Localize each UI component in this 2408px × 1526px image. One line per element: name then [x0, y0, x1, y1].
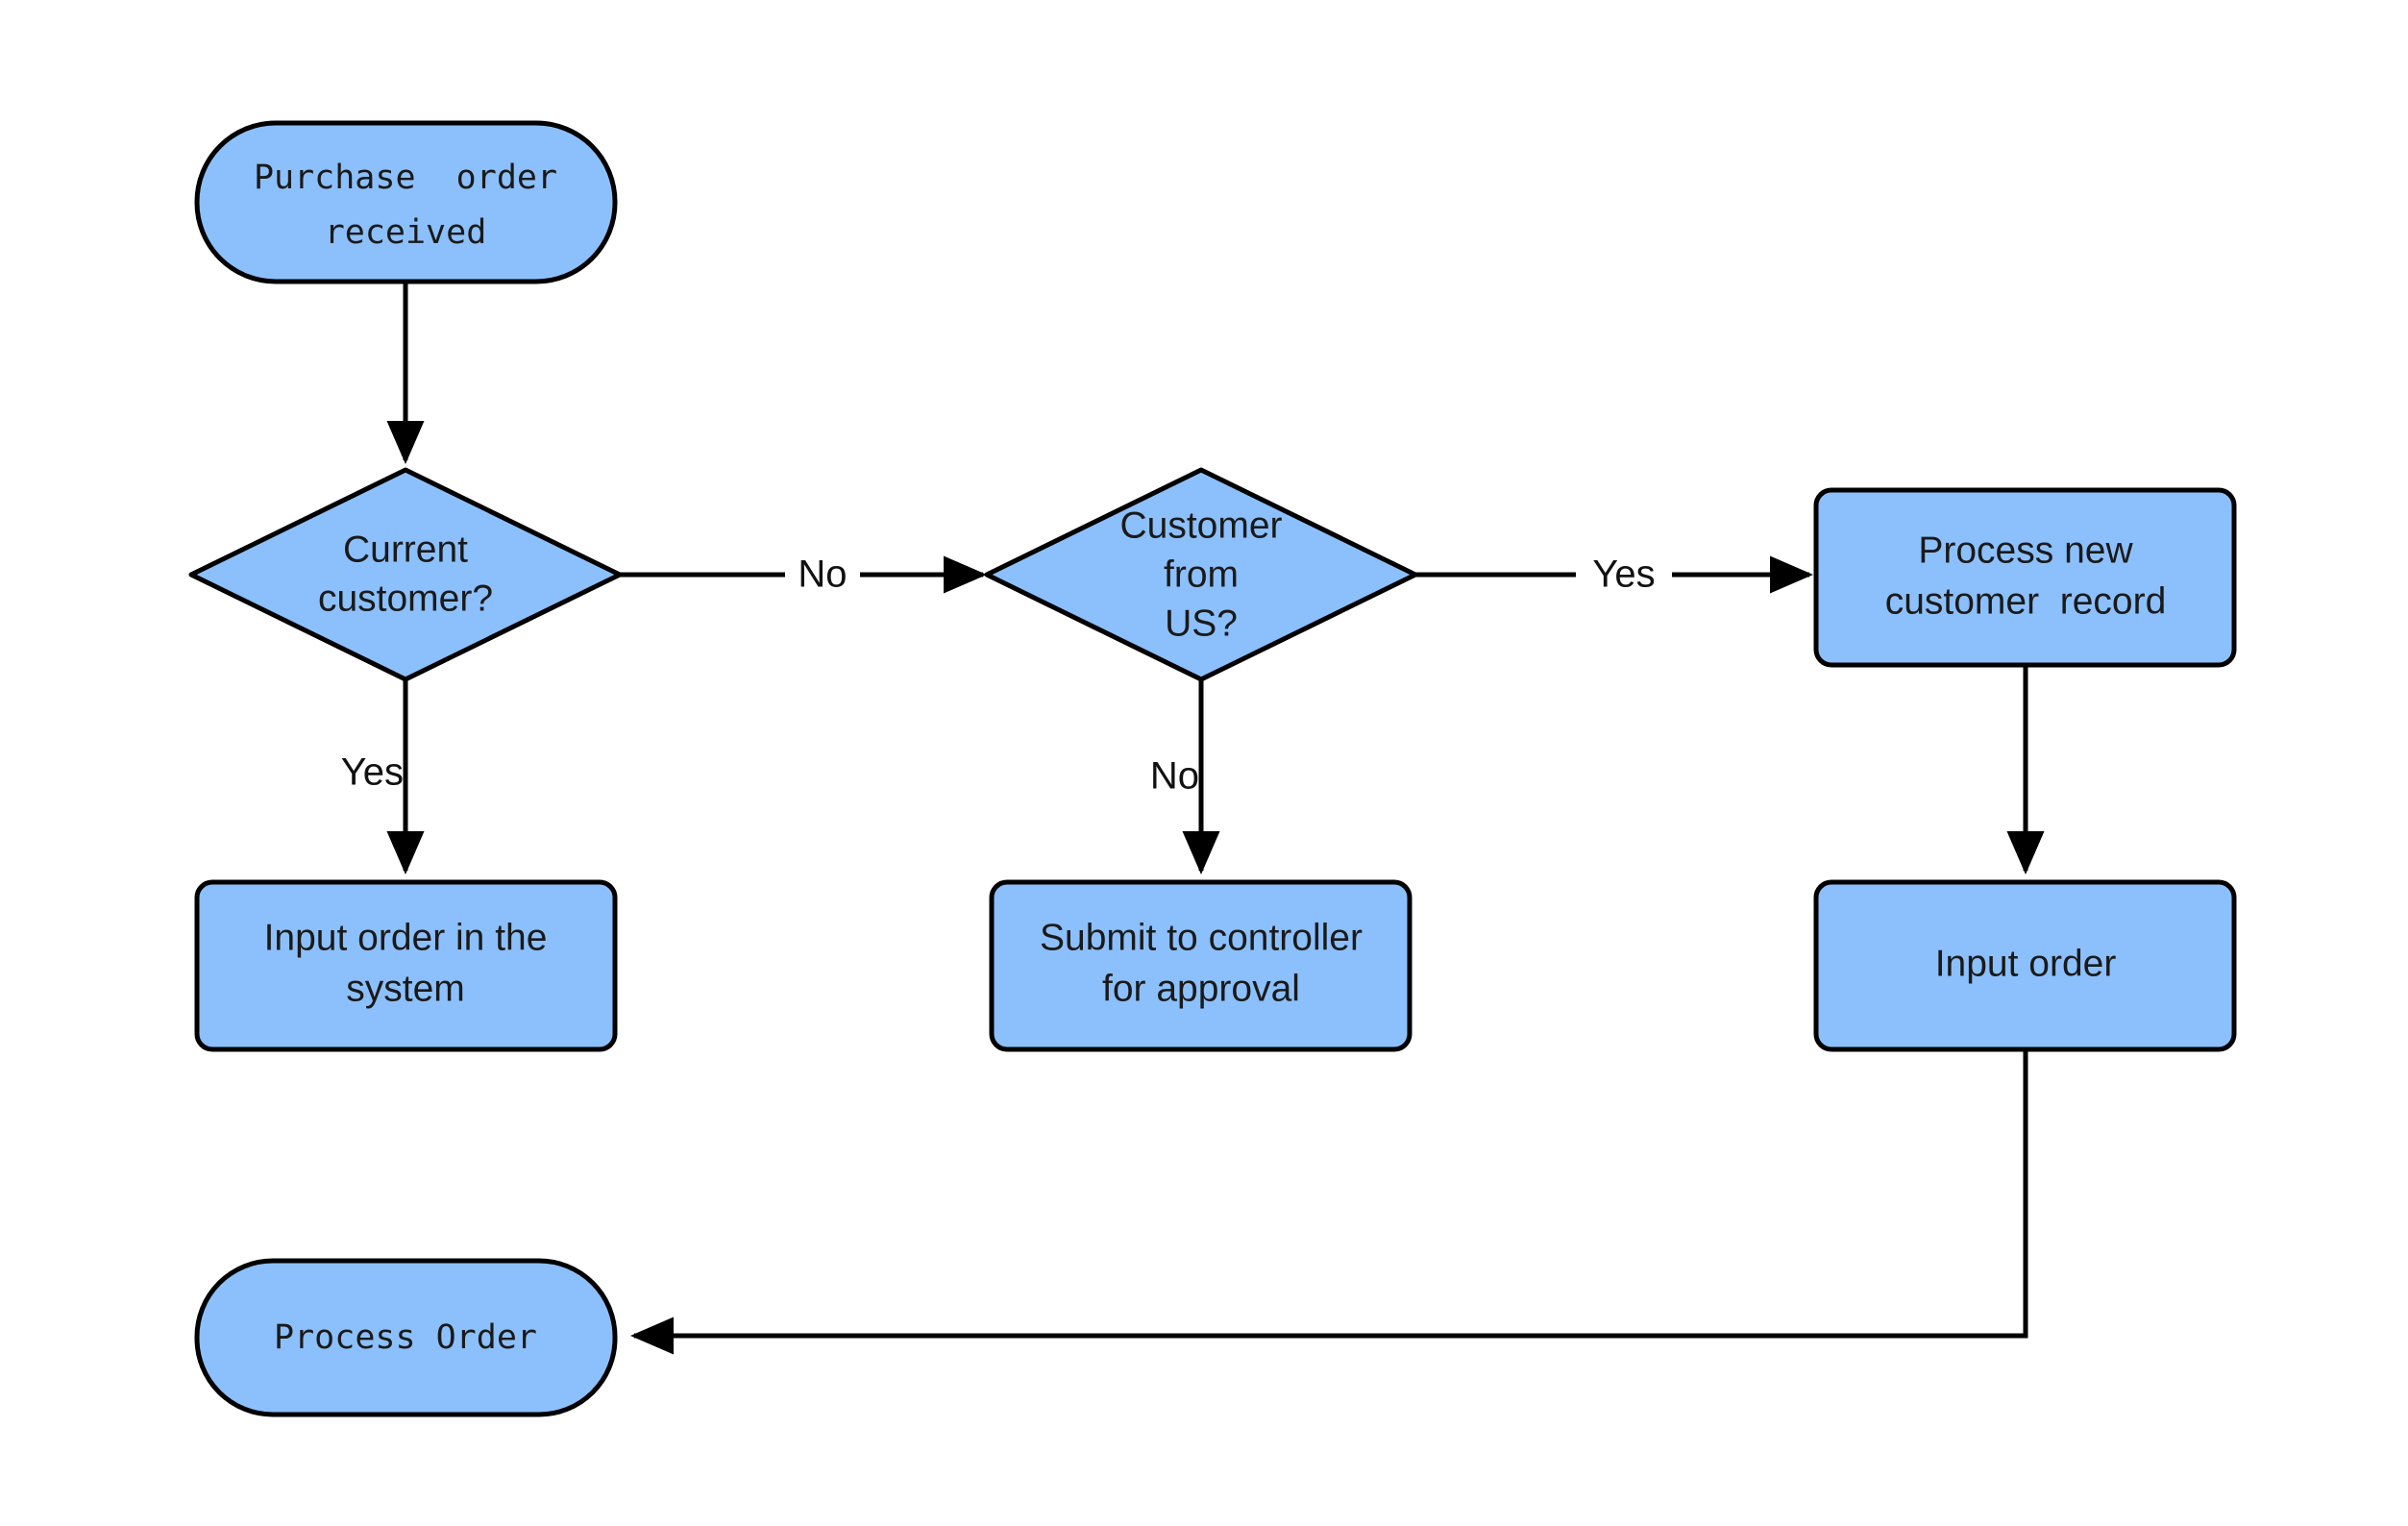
node-input-order-system-label-line2: system — [346, 968, 465, 1009]
node-decision-current-customer[interactable]: Current customer? — [188, 467, 623, 682]
node-current-customer-label-line1: Current — [343, 529, 468, 570]
edge-current-customer-no: No — [620, 546, 988, 603]
edge-label-no-current-customer: No — [798, 554, 847, 596]
node-customer-us-label-line3: US? — [1165, 603, 1238, 644]
node-submit-controller-label-line1: Submit to controller — [1040, 917, 1363, 958]
node-input-order[interactable]: Input order — [1813, 879, 2237, 1052]
node-start[interactable]: Purchase order received — [194, 120, 618, 284]
node-start-label-line1: Purchase order — [254, 159, 557, 197]
node-customer-us-label-line1: Customer — [1119, 505, 1282, 546]
edge-input-order-to-process-order — [629, 1049, 2028, 1355]
node-input-order-system-label-line1: Input order in the — [264, 917, 548, 958]
node-process-order-label: Process Order — [274, 1318, 537, 1357]
node-input-order-system[interactable]: Input order in the system — [194, 879, 618, 1052]
node-input-order-label-line1: Input order — [1935, 943, 2117, 984]
node-process-new-customer-record-label-line1: Process new — [1918, 529, 2133, 571]
node-process-order[interactable]: Process Order — [194, 1258, 618, 1417]
edge-customer-us-no: No — [1150, 680, 1220, 875]
node-submit-controller[interactable]: Submit to controller for approval — [989, 879, 1413, 1052]
edge-current-customer-yes: Yes — [341, 680, 425, 875]
edge-label-yes-current-customer: Yes — [341, 751, 404, 794]
node-process-new-customer-record-label-line2: customer record — [1885, 580, 2167, 622]
node-current-customer-label-line2: customer? — [318, 578, 493, 619]
edge-label-yes-customer-us: Yes — [1592, 554, 1655, 596]
edge-label-no-customer-us: No — [1150, 755, 1199, 798]
node-decision-customer-us[interactable]: Customer from US? — [984, 467, 1418, 682]
node-start-label-line2: received — [325, 213, 487, 252]
node-submit-controller-label-line2: for approval — [1102, 968, 1300, 1009]
edge-customer-us-yes: Yes — [1415, 546, 1814, 603]
node-customer-us-label-line2: from — [1164, 554, 1239, 595]
node-process-new-customer-record[interactable]: Process new customer record — [1813, 487, 2237, 668]
